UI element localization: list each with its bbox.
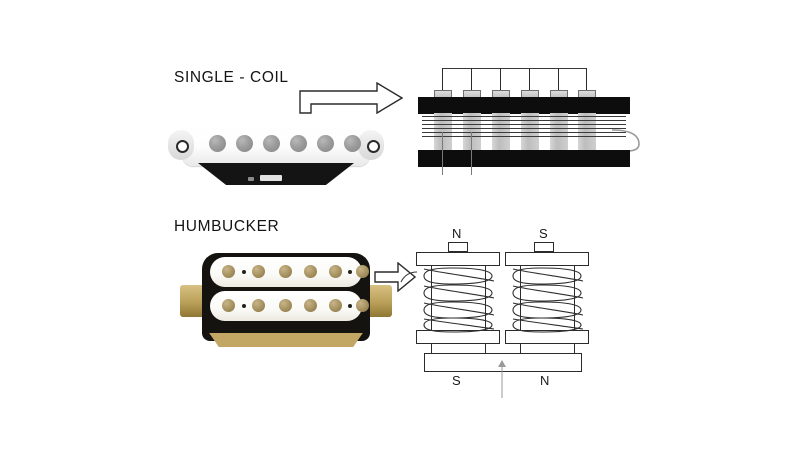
single-coil-base-dot — [248, 177, 254, 181]
single-coil-title: SINGLE - COIL — [174, 69, 289, 86]
humbucker-top-pole-1 — [222, 265, 235, 278]
humbucker-coil-diagram: N S — [400, 226, 612, 398]
coil-wind-6 — [422, 136, 626, 137]
humbucker-bot-pole-3 — [279, 299, 292, 312]
coil-right-pole-top — [534, 242, 554, 252]
humbucker-bot-pole-1 — [222, 299, 235, 312]
magnet-pointer-arrow — [498, 360, 506, 398]
coil-right-top-polarity-label: S — [539, 226, 548, 241]
humbucker-bot-dot-2 — [348, 304, 352, 308]
magnet-link-4 — [574, 343, 575, 354]
coil-left-core-1 — [431, 265, 432, 331]
string-5 — [558, 68, 559, 94]
top-flange-bar — [418, 97, 630, 114]
humbucker-top-pole-2 — [252, 265, 265, 278]
humbucker-top-pole-3 — [279, 265, 292, 278]
humbucker-bot-dot-1 — [242, 304, 246, 308]
single-coil-cross-section-diagram — [416, 60, 646, 175]
arrow-humbucker — [374, 262, 416, 292]
single-coil-pole-1 — [209, 135, 226, 152]
leader-line-1 — [442, 132, 443, 175]
coil-wind-3 — [422, 124, 626, 125]
coil-right-top-flange — [505, 252, 589, 266]
single-coil-screw-hole-left — [176, 140, 189, 153]
humbucker-top-pole-5 — [329, 265, 342, 278]
humbucker-bot-pole-4 — [304, 299, 317, 312]
humbucker-bot-pole-5 — [329, 299, 342, 312]
leader-line-2 — [471, 132, 472, 175]
string-6 — [586, 68, 587, 94]
coil-wind-2 — [422, 120, 626, 121]
strings-rail — [442, 68, 586, 69]
coil-left-top-flange — [416, 252, 500, 266]
coil-left-pole-top — [448, 242, 468, 252]
single-coil-pole-5 — [317, 135, 334, 152]
magnet-south-label: S — [452, 373, 461, 388]
single-coil-pole-4 — [290, 135, 307, 152]
coil-right-winding — [512, 267, 584, 333]
coil-left-bottom-flange — [416, 330, 500, 344]
string-2 — [471, 68, 472, 94]
single-coil-screw-hole-right — [367, 140, 380, 153]
magnet-link-1 — [431, 343, 432, 354]
bottom-flange-bar — [418, 150, 630, 167]
single-coil-pole-3 — [263, 135, 280, 152]
magnet-link-2 — [485, 343, 486, 354]
single-coil-bobbin-base — [198, 163, 354, 185]
coil-wind-1 — [422, 116, 626, 117]
humbucker-bot-pole-2 — [252, 299, 265, 312]
humbucker-title: HUMBUCKER — [174, 218, 280, 235]
humbucker-top-dot-1 — [242, 270, 246, 274]
single-coil-pole-6 — [344, 135, 361, 152]
humbucker-top-dot-2 — [348, 270, 352, 274]
single-coil-pole-2 — [236, 135, 253, 152]
coil-right-bottom-flange — [505, 330, 589, 344]
coil-wind-4 — [422, 128, 626, 129]
magnet-north-label: N — [540, 373, 550, 388]
coil-left-top-polarity-label: N — [452, 226, 462, 241]
coil-wind-5 — [422, 132, 626, 133]
humbucker-baseplate — [209, 333, 363, 347]
string-4 — [529, 68, 530, 94]
coil-right-core-1 — [520, 265, 521, 331]
humbucker-pickup-photo — [180, 253, 392, 351]
magnet-link-3 — [520, 343, 521, 354]
single-coil-pickup-photo — [168, 120, 384, 192]
arrow-single-coil — [299, 82, 403, 114]
coil-left-winding — [423, 267, 495, 333]
lead-wire-icon — [612, 129, 640, 152]
humbucker-top-pole-4 — [304, 265, 317, 278]
coil-left-lead-icon — [400, 271, 418, 283]
humbucker-bot-pole-6 — [356, 299, 369, 312]
humbucker-top-pole-6 — [356, 265, 369, 278]
string-3 — [500, 68, 501, 94]
string-1 — [442, 68, 443, 94]
single-coil-base-highlight — [260, 175, 282, 181]
